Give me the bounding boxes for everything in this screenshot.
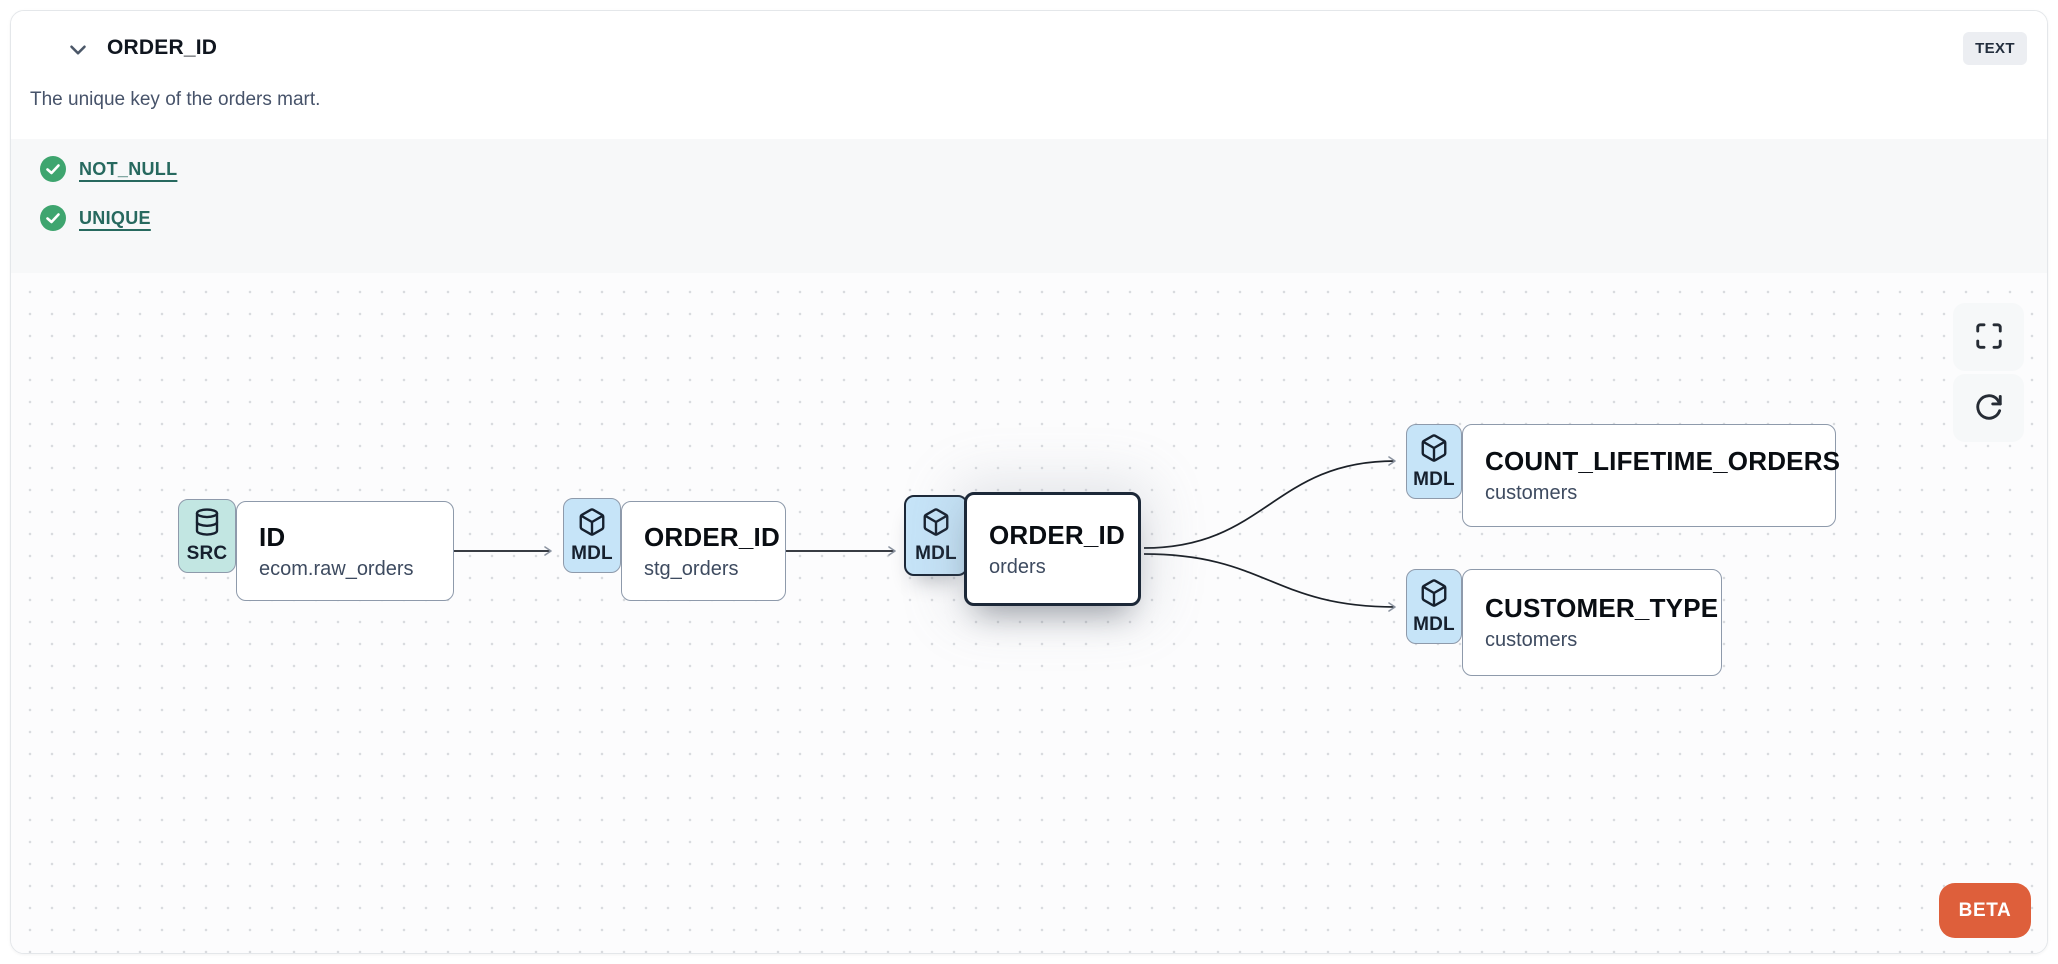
lineage-node-order-id-stg-orders[interactable]: ORDER_ID stg_orders	[621, 501, 786, 601]
node-title: ID	[259, 521, 286, 552]
column-details-panel: ORDER_ID TEXT The unique key of the orde…	[10, 10, 2048, 954]
chevron-down-icon	[65, 45, 91, 66]
fullscreen-button[interactable]	[1953, 303, 2024, 371]
node-subtitle: orders	[989, 555, 1046, 578]
database-icon	[192, 507, 222, 542]
node-badge-label: SRC	[186, 543, 228, 564]
node-badge-mdl: MDL	[1406, 424, 1462, 499]
node-subtitle: stg_orders	[644, 557, 739, 580]
tests-section: NOT_NULL UNIQUE	[11, 139, 2047, 273]
test-link-not-null[interactable]: NOT_NULL	[79, 158, 178, 179]
refresh-icon	[1974, 392, 2004, 425]
node-badge-label: MDL	[571, 542, 613, 564]
node-badge-mdl: MDL	[904, 495, 968, 576]
node-subtitle: customers	[1485, 629, 1578, 651]
node-title: CUSTOMER_TYPE	[1485, 593, 1719, 623]
node-title: ORDER_ID	[989, 519, 1125, 550]
cube-icon	[1419, 433, 1449, 468]
cube-icon	[1419, 578, 1449, 613]
node-badge-label: MDL	[915, 542, 957, 564]
test-row: UNIQUE	[40, 205, 2047, 231]
node-badge-label: MDL	[1413, 613, 1455, 635]
beta-badge: BETA	[1939, 883, 2031, 938]
type-badge: TEXT	[1963, 32, 2027, 65]
test-row: NOT_NULL	[40, 156, 2047, 182]
column-description: The unique key of the orders mart.	[30, 89, 321, 110]
lineage-node-customer-type[interactable]: CUSTOMER_TYPE customers	[1462, 569, 1722, 676]
lineage-node-order-id-orders[interactable]: ORDER_ID orders	[964, 492, 1141, 606]
node-subtitle: ecom.raw_orders	[259, 557, 414, 580]
node-subtitle: customers	[1485, 482, 1578, 504]
page-title: ORDER_ID	[107, 36, 218, 59]
cube-icon	[921, 507, 951, 542]
header: ORDER_ID TEXT The unique key of the orde…	[11, 11, 2047, 139]
node-title: COUNT_LIFETIME_ORDERS	[1485, 446, 1841, 476]
check-circle-icon	[40, 156, 66, 182]
refresh-button[interactable]	[1953, 374, 2024, 442]
cube-icon	[577, 507, 607, 542]
node-badge-src: SRC	[178, 499, 236, 573]
node-title: ORDER_ID	[644, 521, 780, 552]
lineage-canvas[interactable]: SRC ID ecom.raw_orders MDL ORDER_ID stg_…	[11, 273, 2047, 953]
fullscreen-icon	[1974, 321, 2004, 354]
test-link-unique[interactable]: UNIQUE	[79, 207, 151, 228]
node-badge-mdl: MDL	[563, 498, 621, 573]
lineage-node-id-ecom-raw-orders[interactable]: ID ecom.raw_orders	[236, 501, 454, 601]
lineage-edges	[454, 456, 1396, 612]
node-badge-label: MDL	[1413, 468, 1455, 490]
check-circle-icon	[40, 205, 66, 231]
edge-orders-to-ctype	[1143, 553, 1396, 612]
lineage-node-count-lifetime-orders[interactable]: COUNT_LIFETIME_ORDERS customers	[1462, 424, 1841, 527]
node-badge-mdl: MDL	[1406, 569, 1462, 644]
collapse-button[interactable]	[63, 37, 93, 63]
edge-orders-to-count	[1143, 456, 1396, 549]
